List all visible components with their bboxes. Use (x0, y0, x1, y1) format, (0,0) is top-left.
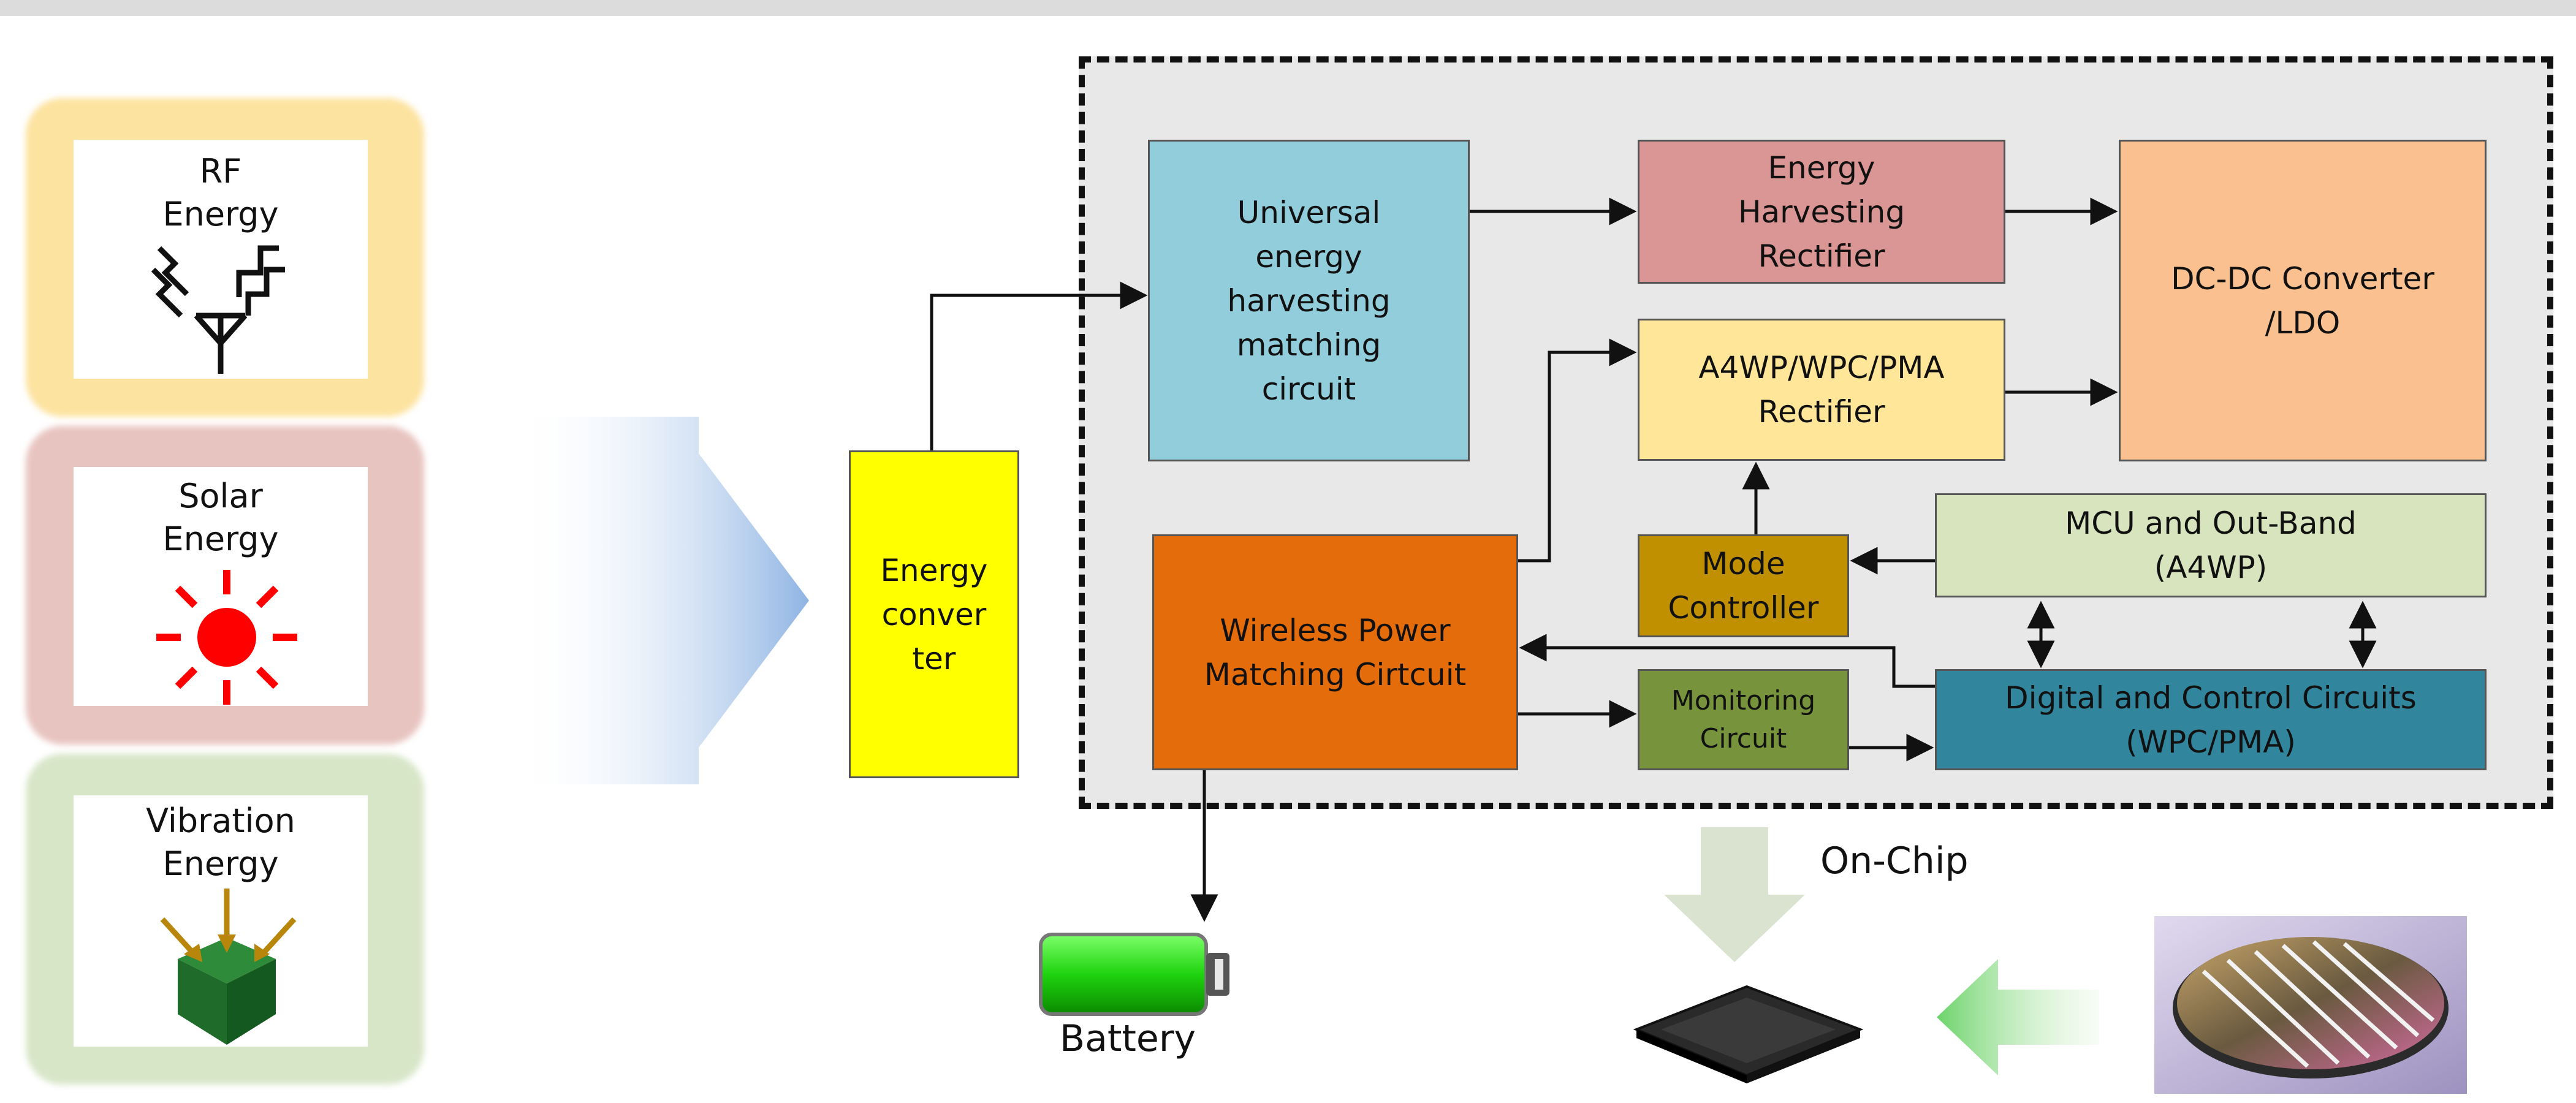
sun-icon (156, 570, 297, 705)
solar-energy-label: Solar Energy (162, 477, 279, 558)
energy-converter-block: Energy conver ter (849, 450, 1019, 778)
vibration-cube-icon (160, 889, 297, 1045)
battery-label: Battery (1059, 1017, 1196, 1060)
mode-controller-block: Mode Controller (1638, 534, 1849, 637)
battery-icon (1039, 933, 1229, 1016)
rf-energy-label: RF Energy (162, 152, 279, 233)
top-border (0, 0, 2576, 16)
dcdc-converter-block: DC-DC Converter /LDO (2119, 140, 2487, 461)
on-chip-label: On-Chip (1820, 840, 1969, 882)
energy-harvesting-rectifier-block: Energy Harvesting Rectifier (1638, 140, 2005, 284)
solar-energy-panel (74, 467, 368, 706)
left-arrow-icon (1937, 959, 2099, 1075)
digital-control-circuits-block: Digital and Control Circuits (WPC/PMA) (1935, 669, 2487, 770)
wireless-power-matching-block: Wireless Power Matching Cirtcuit (1152, 534, 1518, 770)
universal-matching-circuit-block: Universal energy harvesting matching cir… (1148, 140, 1470, 461)
flow-arrow-icon (515, 417, 809, 784)
silicon-wafer-icon (2154, 916, 2467, 1094)
a4wp-rectifier-block: A4WP/WPC/PMA Rectifier (1638, 319, 2005, 461)
rf-antenna-icon (151, 245, 285, 374)
down-arrow-icon (1664, 827, 1805, 962)
monitoring-circuit-block: Monitoring Circuit (1638, 669, 1849, 770)
mcu-out-band-block: MCU and Out-Band (A4WP) (1935, 493, 2487, 597)
chip-package-icon (1633, 985, 1864, 1083)
vibration-energy-label: Vibration Energy (146, 802, 295, 883)
